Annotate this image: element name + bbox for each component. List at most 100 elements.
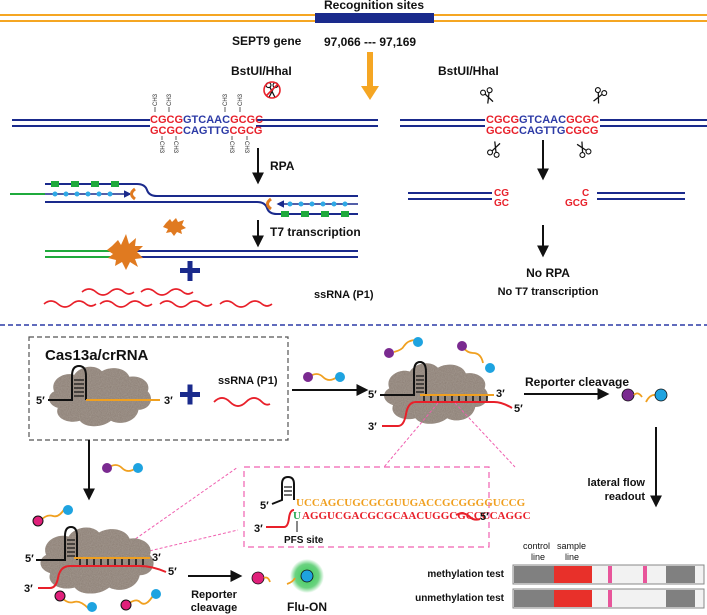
reporter-cleavage-label-bottom-1: Reporter <box>191 589 238 601</box>
primer-bead <box>111 181 119 187</box>
pfs-base: U <box>293 510 301 522</box>
nucleotide-bead <box>342 201 348 207</box>
svg-text:CH3: CH3 <box>158 141 164 154</box>
t7-polymerase-icon <box>163 218 186 236</box>
strip-test-label: methylation test <box>427 569 504 580</box>
ssrna-wave <box>81 288 135 296</box>
nucleotide-bead <box>85 191 91 197</box>
strip-test-label: unmethylation test <box>415 593 505 604</box>
recognition-site-block <box>315 13 434 23</box>
nucleotide-bead <box>74 191 80 197</box>
unmethylated-dna: CGCGGTCAACGCGC GCGCCAGTTGCGCG <box>400 114 707 137</box>
five-prime-label: 5′ <box>36 395 45 407</box>
strip-row: methylation test <box>427 564 705 585</box>
enzyme-label-unmethylated: BstUI/HhaI <box>438 64 499 78</box>
primer-bead <box>321 211 329 217</box>
ssrna-wave <box>213 397 271 407</box>
methyl-group-icon: CH3 <box>243 136 249 154</box>
control-line-label-1: control <box>523 541 550 551</box>
blocked-scissors-icon <box>263 81 281 99</box>
nucleotide-bead <box>287 201 293 207</box>
scissors-icon <box>479 86 497 106</box>
primer-bead <box>51 181 59 187</box>
cas13a-protein <box>48 364 160 427</box>
flu-on-label: Flu-ON <box>287 600 327 614</box>
polymerase-right <box>266 197 272 211</box>
ssrna-wave <box>159 300 213 308</box>
fragment-right-bottom: GCG <box>565 198 588 209</box>
five-prime-label: 5′ <box>480 511 489 523</box>
svg-text:CH3: CH3 <box>223 93 229 106</box>
reporter-cleavage-label-top: Reporter cleavage <box>525 375 629 389</box>
methyl-group-icon: CH3 <box>228 136 234 154</box>
primer-bead <box>91 181 99 187</box>
sample-line-label-1: sample <box>557 541 586 551</box>
methyl-group-icon: CH3 <box>167 93 173 112</box>
three-prime-label: 3′ <box>152 552 161 564</box>
ssrna-label-box: ssRNA (P1) <box>218 375 278 387</box>
methyl-group-icon: CH3 <box>172 136 178 154</box>
svg-text:CH3: CH3 <box>243 141 249 154</box>
activated-cas13a-complex <box>380 360 513 427</box>
nucleotide-bead <box>298 201 304 207</box>
nucleotide-bead <box>320 201 326 207</box>
gene-range-label: 97,066 --- 97,169 <box>324 35 416 49</box>
methylated-bottom-seq: GCGCCAGTTGCGCG <box>150 125 262 137</box>
three-prime-label: 3′ <box>164 395 173 407</box>
methyl-group-icon: CH3 <box>158 136 164 154</box>
recognition-sites-label: Recognition sites <box>324 0 424 12</box>
target-rna-tail <box>266 509 295 528</box>
nucleotide-bead <box>309 201 315 207</box>
nucleotide-bead <box>96 191 102 197</box>
sample-line <box>643 566 647 583</box>
cleaved-reporter-fragments <box>621 388 668 403</box>
three-prime-label: 3′ <box>24 583 33 595</box>
lateral-flow-label-2: readout <box>605 491 646 503</box>
absorbent-pad <box>666 566 695 583</box>
ssrna-wave <box>99 300 153 308</box>
scissors-icon <box>573 139 593 160</box>
fragment-right-top: C <box>582 188 589 199</box>
methyl-group-icon: CH3 <box>238 93 244 112</box>
scissors-icon <box>589 86 609 106</box>
methylated-top-seq: CGCGGTCAACGCGC <box>150 114 263 126</box>
lateral-flow-label-1: lateral flow <box>588 477 646 489</box>
plus-icon <box>180 384 200 405</box>
crRNA-hairpin <box>271 475 295 505</box>
control-line <box>608 590 612 607</box>
primer-bead <box>301 211 309 217</box>
five-prime-label: 5′ <box>25 553 34 565</box>
gene-bar <box>0 13 707 23</box>
nucleotide-bead <box>52 191 58 197</box>
plus-icon <box>180 261 200 281</box>
fluorescence-glow-icon <box>286 559 324 593</box>
sample-line-label-2: line <box>565 552 579 562</box>
svg-text:CH3: CH3 <box>172 141 178 154</box>
activated-cas13a-complex-bottom <box>36 525 167 594</box>
three-prime-label: 3′ <box>496 388 505 400</box>
digested-fragments: CG GC C GCG <box>408 188 685 209</box>
target-rna-5prime-tail <box>455 512 481 521</box>
pfs-site-label: PFS site <box>284 535 324 546</box>
uncleaved-reporters-bottom <box>54 589 161 612</box>
methyl-group-icon: CH3 <box>223 93 229 112</box>
reporter-probe <box>32 505 73 527</box>
unmethylated-bottom-seq: GCGCCAGTTGCGCG <box>486 125 598 137</box>
nucleotide-bead <box>107 191 113 197</box>
gene-label: SEPT9 gene <box>232 34 302 48</box>
three-prime-label: 3′ <box>254 523 263 535</box>
orange-down-arrow-head <box>361 86 379 100</box>
primer-bead <box>281 211 289 217</box>
lateral-flow-strips: methylation test unmethylation test <box>415 564 705 609</box>
svg-text:CH3: CH3 <box>153 93 159 106</box>
cleaved-reporters-top <box>384 337 495 373</box>
nucleotide-bead <box>331 201 337 207</box>
strip-row: unmethylation test <box>415 588 705 609</box>
reporter-probe <box>102 463 143 473</box>
ssrna-wave <box>140 288 194 296</box>
control-line <box>608 566 612 583</box>
crRNA-sequence: UCCAGCUGCGCGUUGACCGCGGGGUCCG <box>296 497 526 509</box>
five-prime-label: 5′ <box>368 389 377 401</box>
target-sequence: AGGUCGACGCGCAACUGGCGCCCCAGGC <box>302 510 531 522</box>
